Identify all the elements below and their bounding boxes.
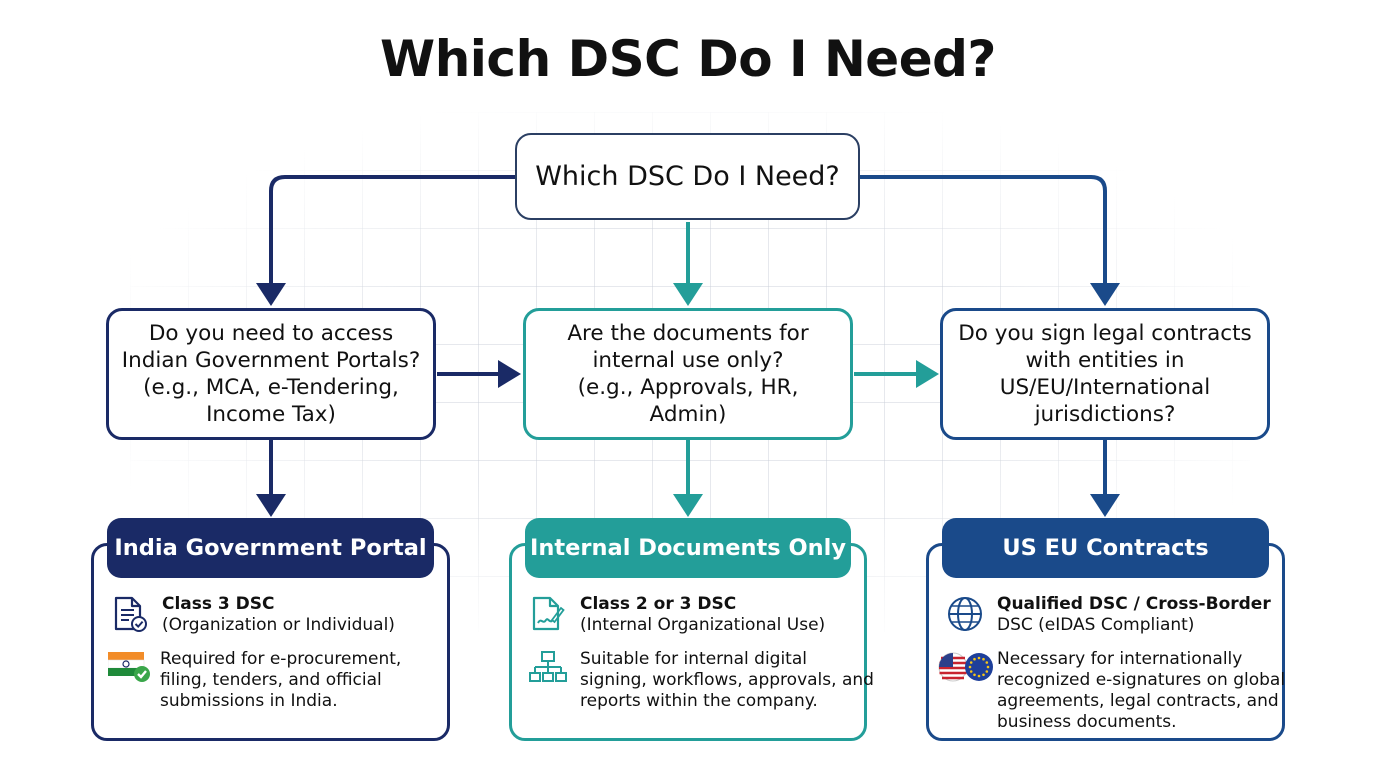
question-line: (e.g., MCA, e-Tendering, [143,375,399,400]
result-heading-internal: Internal Documents Only [525,518,851,578]
arrowhead-q3-result [1090,494,1120,517]
question-box-international: Do you sign legal contracts with entitie… [940,308,1270,440]
arrowhead-q1-q2 [498,360,521,388]
connector-root-q1 [269,175,515,285]
connector-root-q3 [860,175,1107,285]
org-chart-icon [529,651,567,682]
question-line: US/EU/International [999,375,1211,400]
item-line: (Internal Organizational Use) [580,615,826,635]
page-title: Which DSC Do I Need? [380,30,996,88]
question-line: Income Tax) [206,402,336,427]
arrowhead-q2-result [673,494,703,517]
question-line: jurisdictions? [1034,402,1176,427]
arrowhead-root-q2 [673,283,703,306]
result-heading-india: India Government Portal [107,518,434,578]
item-line: (Organization or Individual) [162,615,395,635]
india-flag-check-icon [108,652,150,682]
arrowhead-q2-q3 [916,360,939,388]
item-title: Qualified DSC / Cross-Border [997,594,1271,614]
item-line: Required for e-procurement, [160,649,402,669]
item-line: signing, workflows, approvals, and [580,670,874,690]
item-title: Class 2 or 3 DSC [580,594,737,614]
question-line: with entities in [1025,348,1185,373]
us-eu-flags-icon [938,652,993,682]
question-line: internal use only? [592,348,784,373]
item-line: Necessary for internationally [997,649,1243,669]
question-line: Do you sign legal contracts [958,321,1252,346]
item-line: recognized e-signatures on global [997,670,1286,690]
question-line: Do you need to access [148,321,394,346]
question-line: (e.g., Approvals, HR, Admin) [577,375,799,427]
document-check-icon [114,596,147,632]
globe-icon [948,597,982,631]
question-line: Are the documents for [567,321,809,346]
root-question-box: Which DSC Do I Need? [515,133,860,220]
root-question-label: Which DSC Do I Need? [535,161,840,192]
arrowhead-root-q1 [256,283,286,306]
arrowhead-root-q3 [1090,283,1120,306]
question-box-internal-use: Are the documents for internal use only?… [523,308,853,440]
document-signature-icon [532,596,565,631]
item-line: business documents. [997,712,1177,732]
item-line: reports within the company. [580,691,818,711]
result-heading-us-eu: US EU Contracts [942,518,1269,578]
question-box-india-portals: Do you need to access Indian Government … [106,308,436,440]
arrowhead-q1-result [256,494,286,517]
item-line: submissions in India. [160,691,338,711]
item-line: filing, tenders, and official [160,670,382,690]
item-line: agreements, legal contracts, and [997,691,1279,711]
question-line: Indian Government Portals? [121,348,421,373]
item-line: Suitable for internal digital [580,649,807,669]
item-line: DSC (eIDAS Compliant) [997,615,1195,635]
item-title: Class 3 DSC [162,594,275,614]
